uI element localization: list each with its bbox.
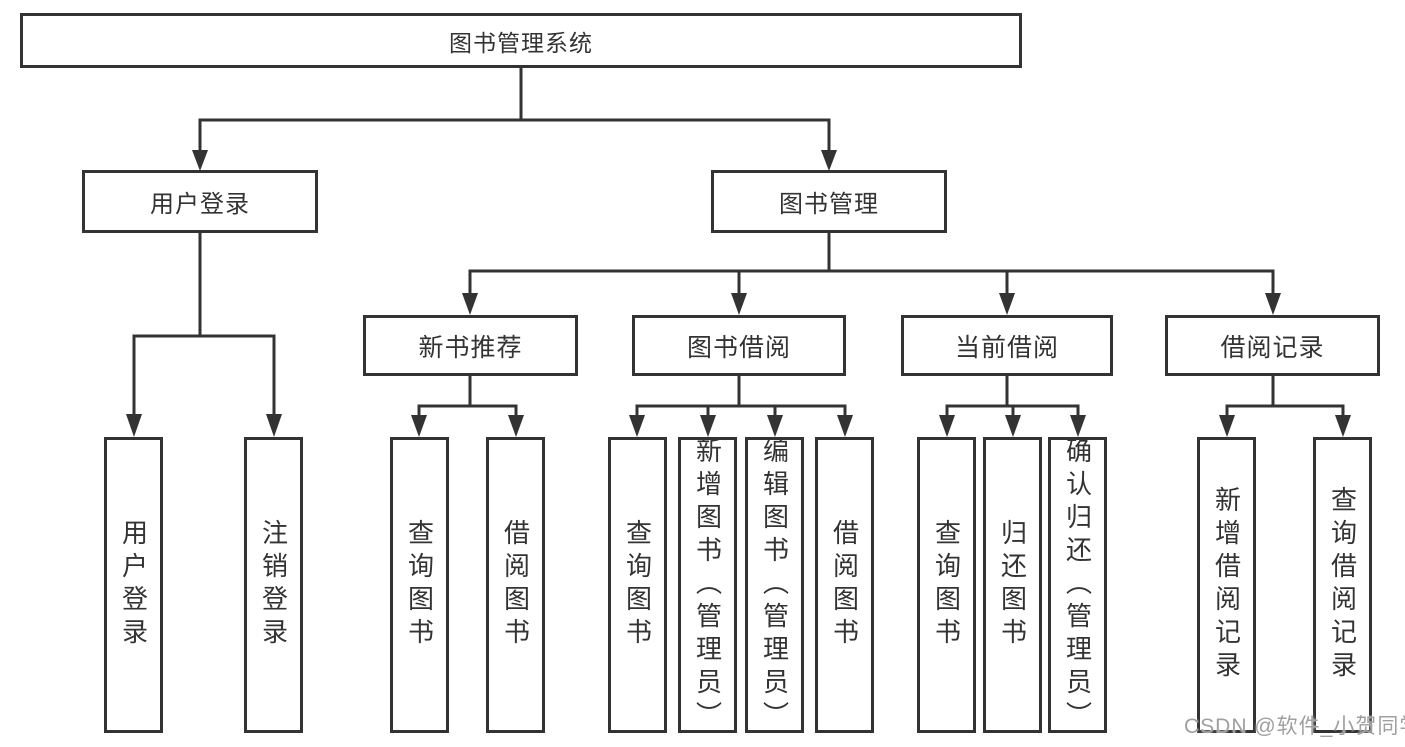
arrowhead-icon — [411, 415, 427, 437]
arrowhead-icon — [126, 414, 142, 437]
arrowhead-icon — [837, 415, 853, 437]
leaf-borrow-books-2-label: 借阅图书 — [829, 519, 860, 651]
node-current-borrow: 当前借阅 — [901, 315, 1113, 376]
leaf-query-books-2-label: 查询图书 — [622, 519, 653, 651]
leaf-logout-label: 注销登录 — [258, 519, 289, 651]
connector-book-borrow — [635, 374, 847, 419]
leaf-user-login-label: 用户登录 — [118, 519, 149, 651]
leaf-return-books-label: 归还图书 — [997, 519, 1028, 651]
connector-user-login — [132, 231, 276, 418]
node-borrow-records: 借阅记录 — [1165, 315, 1380, 376]
arrowhead-icon — [1070, 415, 1086, 437]
leaf-logout: 注销登录 — [244, 437, 303, 733]
arrowhead-icon — [1219, 415, 1235, 437]
connector-root — [198, 64, 831, 154]
leaf-borrow-books-1: 借阅图书 — [486, 437, 545, 733]
arrowhead-icon — [508, 415, 524, 437]
leaf-confirm-return-admin-label: 确认归还（管理员） — [1062, 436, 1093, 734]
leaf-return-books: 归还图书 — [983, 437, 1042, 733]
connector-new-book-recommend — [417, 374, 518, 419]
leaf-query-borrow-record: 查询借阅记录 — [1313, 437, 1372, 733]
connector-current-borrow — [945, 374, 1080, 419]
arrowhead-icon — [1265, 293, 1281, 315]
leaf-add-book-admin-label: 新增图书（管理员） — [692, 436, 723, 734]
node-current-borrow-label: 当前借阅 — [954, 333, 1059, 362]
leaf-confirm-return-admin: 确认归还（管理员） — [1048, 436, 1107, 734]
node-new-book-recommend-label: 新书推荐 — [418, 333, 523, 362]
arrowhead-icon — [767, 415, 783, 437]
arrowhead-icon — [731, 293, 747, 315]
arrowhead-icon — [1005, 415, 1021, 437]
arrowhead-icon — [821, 150, 837, 171]
arrowhead-icon — [999, 293, 1015, 315]
leaf-user-login: 用户登录 — [104, 437, 163, 733]
node-book-management: 图书管理 — [711, 170, 947, 233]
leaf-edit-book-admin: 编辑图书（管理员） — [745, 436, 804, 734]
leaf-add-borrow-record-label: 新增借阅记录 — [1211, 486, 1242, 684]
node-book-management-label: 图书管理 — [779, 191, 879, 218]
arrowhead-icon — [192, 150, 208, 171]
leaf-add-book-admin: 新增图书（管理员） — [678, 436, 737, 734]
watermark-text: CSDN @软件_小贺同学 — [1184, 715, 1405, 738]
leaf-query-borrow-record-label: 查询借阅记录 — [1327, 486, 1358, 684]
node-user-login-label: 用户登录 — [150, 191, 250, 218]
arrowhead-icon — [700, 415, 716, 437]
leaf-query-books-3: 查询图书 — [917, 437, 976, 733]
node-root: 图书管理系统 — [20, 13, 1022, 68]
leaf-edit-book-admin-label: 编辑图书（管理员） — [759, 436, 790, 734]
leaf-borrow-books-1-label: 借阅图书 — [500, 519, 531, 651]
arrowhead-icon — [939, 415, 955, 437]
leaf-query-books-2: 查询图书 — [608, 437, 667, 733]
node-book-borrow-label: 图书借阅 — [686, 333, 791, 362]
arrowhead-icon — [266, 414, 282, 437]
node-user-login: 用户登录 — [82, 170, 318, 233]
leaf-query-books-1-label: 查询图书 — [404, 519, 435, 651]
node-borrow-records-label: 借阅记录 — [1220, 333, 1325, 362]
leaf-query-books-3-label: 查询图书 — [931, 519, 962, 651]
node-root-label: 图书管理系统 — [449, 29, 593, 56]
leaf-add-borrow-record: 新增借阅记录 — [1197, 437, 1256, 733]
node-new-book-recommend: 新书推荐 — [363, 315, 578, 376]
connector-borrow-records — [1225, 374, 1345, 419]
node-book-borrow: 图书借阅 — [632, 315, 846, 376]
leaf-query-books-1: 查询图书 — [390, 437, 449, 733]
arrowhead-icon — [629, 415, 645, 437]
arrowhead-icon — [462, 293, 478, 315]
connector-book-management — [468, 231, 1275, 297]
leaf-borrow-books-2: 借阅图书 — [815, 437, 874, 733]
arrowhead-icon — [1335, 415, 1351, 437]
